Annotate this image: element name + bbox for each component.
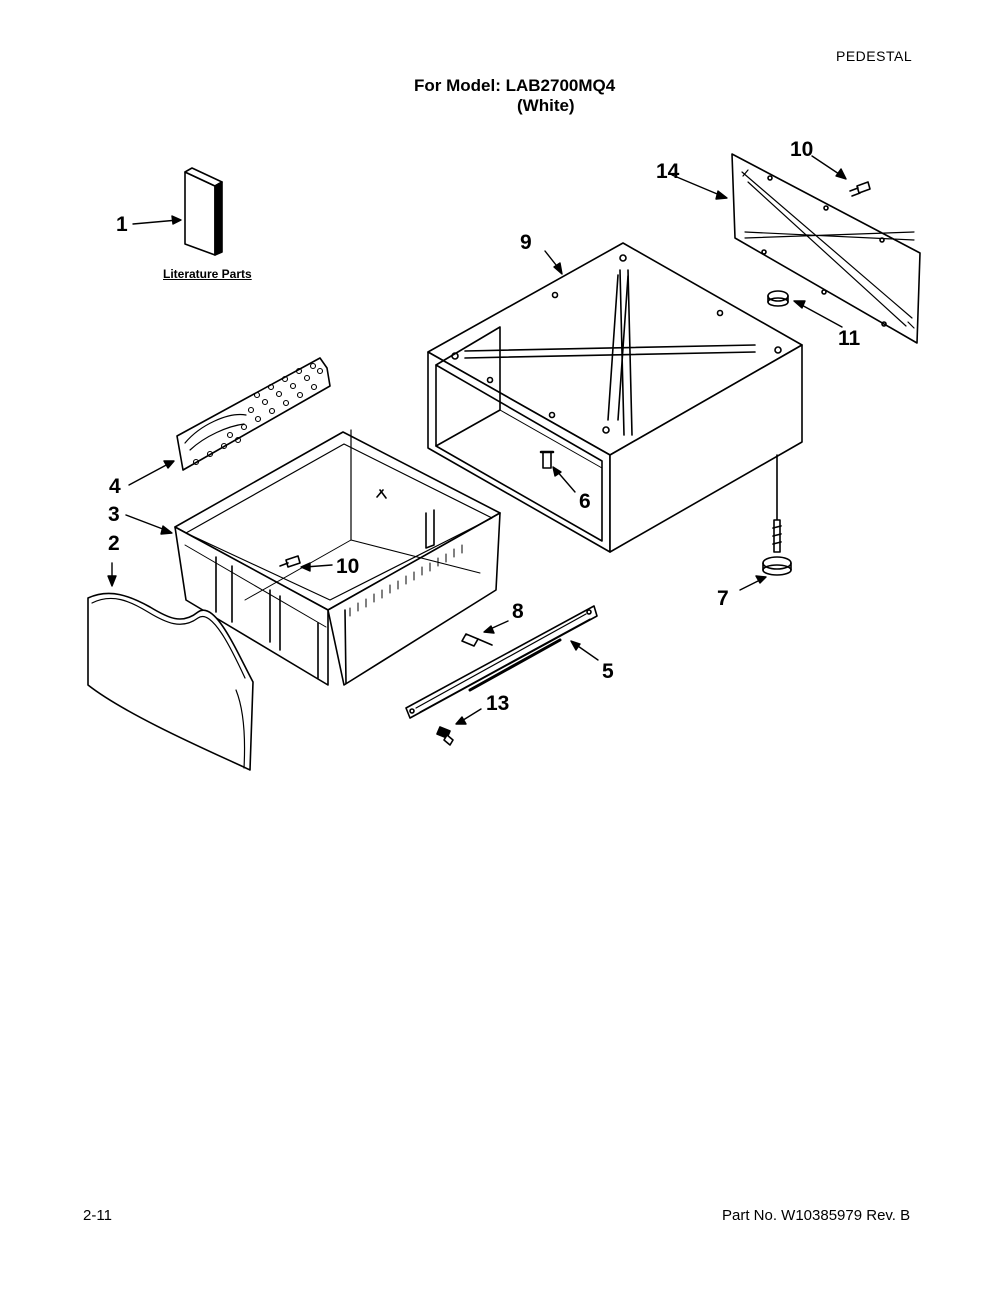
literature-booklet [184, 167, 223, 256]
pedestal-cabinet [427, 242, 803, 553]
callout-5: 5 [602, 660, 614, 683]
callout-2: 2 [108, 532, 120, 555]
part-number: Part No. W10385979 Rev. B [722, 1207, 911, 1224]
literature-parts-label: Literature Parts [163, 267, 252, 281]
drawer-bin [174, 429, 501, 686]
page-number: 2-11 [83, 1207, 112, 1224]
leveler-cap [767, 290, 789, 307]
screw-eight [461, 633, 493, 647]
callout-11: 11 [838, 327, 861, 350]
callout-8: 8 [512, 600, 524, 623]
model-color: (White) [517, 96, 575, 115]
callout-10-drawer: 10 [336, 555, 360, 578]
screw-thirteen [436, 726, 454, 746]
callout-7: 7 [717, 587, 729, 610]
screw-drawer [279, 555, 301, 568]
callout-4: 4 [109, 475, 121, 498]
callout-9: 9 [520, 231, 532, 254]
callout-10-top: 10 [790, 138, 814, 161]
callout-6: 6 [579, 490, 591, 513]
leveling-leg [762, 454, 792, 576]
section-label: PEDESTAL [836, 48, 913, 64]
perforated-panel [176, 357, 331, 471]
cover-plate [731, 153, 921, 344]
callout-14: 14 [656, 160, 680, 183]
callout-13: 13 [486, 692, 510, 715]
screw-six [539, 450, 555, 469]
leader-arrows [107, 155, 847, 725]
callout-3: 3 [108, 503, 120, 526]
slide-rail [405, 605, 598, 719]
model-title: For Model: LAB2700MQ4 [414, 76, 616, 95]
screw-top [849, 181, 871, 197]
callout-1: 1 [116, 213, 128, 236]
drawer-front [87, 592, 254, 771]
